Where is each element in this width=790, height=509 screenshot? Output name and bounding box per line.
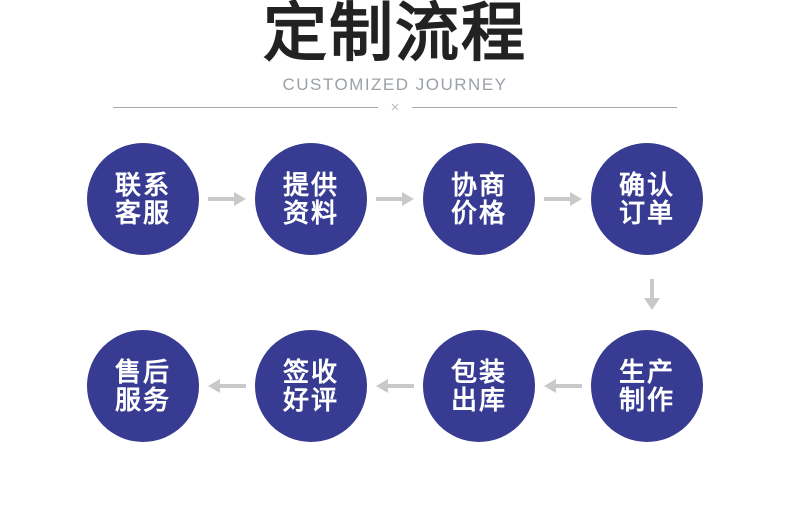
step-label-line: 资料 xyxy=(282,198,339,228)
divider: × xyxy=(113,99,678,116)
step-label-line: 协商 xyxy=(450,170,507,200)
arrow-left-icon xyxy=(544,378,582,394)
step-circle-packaging-shipping: 包装 出库 xyxy=(423,330,535,442)
step-label-line: 价格 xyxy=(450,198,507,228)
step-circle-negotiate-price: 协商 价格 xyxy=(423,143,535,255)
step-label-line: 提供 xyxy=(282,170,339,200)
divider-line-right xyxy=(412,107,678,108)
step-label-line: 订单 xyxy=(618,198,675,228)
step-label-line: 生产 xyxy=(618,357,675,387)
step-label-line: 客服 xyxy=(114,198,171,228)
page-subtitle: CUSTOMIZED JOURNEY xyxy=(282,75,508,94)
step-circle-confirm-order: 确认 订单 xyxy=(591,143,703,255)
arrow-right-icon xyxy=(208,191,246,207)
step-label-line: 确认 xyxy=(618,170,675,200)
step-label-line: 包装 xyxy=(450,357,507,387)
step-circle-provide-materials: 提供 资料 xyxy=(255,143,367,255)
step-label-line: 签收 xyxy=(282,357,339,387)
arrow-down-icon xyxy=(644,279,660,310)
step-circle-production: 生产 制作 xyxy=(591,330,703,442)
step-label-line: 售后 xyxy=(114,357,171,387)
step-label-line: 制作 xyxy=(618,385,675,415)
divider-line-left xyxy=(113,107,378,108)
arrow-left-icon xyxy=(376,378,414,394)
step-label-line: 好评 xyxy=(282,385,339,415)
divider-x-mark: × xyxy=(390,99,400,116)
step-circle-contact-service: 联系 客服 xyxy=(87,143,199,255)
arrow-right-icon xyxy=(376,191,414,207)
step-label-line: 出库 xyxy=(450,385,507,415)
step-label-line: 服务 xyxy=(114,385,171,415)
step-circle-aftersales-service: 售后 服务 xyxy=(87,330,199,442)
step-circle-receipt-review: 签收 好评 xyxy=(255,330,367,442)
step-label-line: 联系 xyxy=(114,170,171,200)
arrow-right-icon xyxy=(544,191,582,207)
page-title: 定制流程 xyxy=(263,0,527,69)
arrow-left-icon xyxy=(208,378,246,394)
